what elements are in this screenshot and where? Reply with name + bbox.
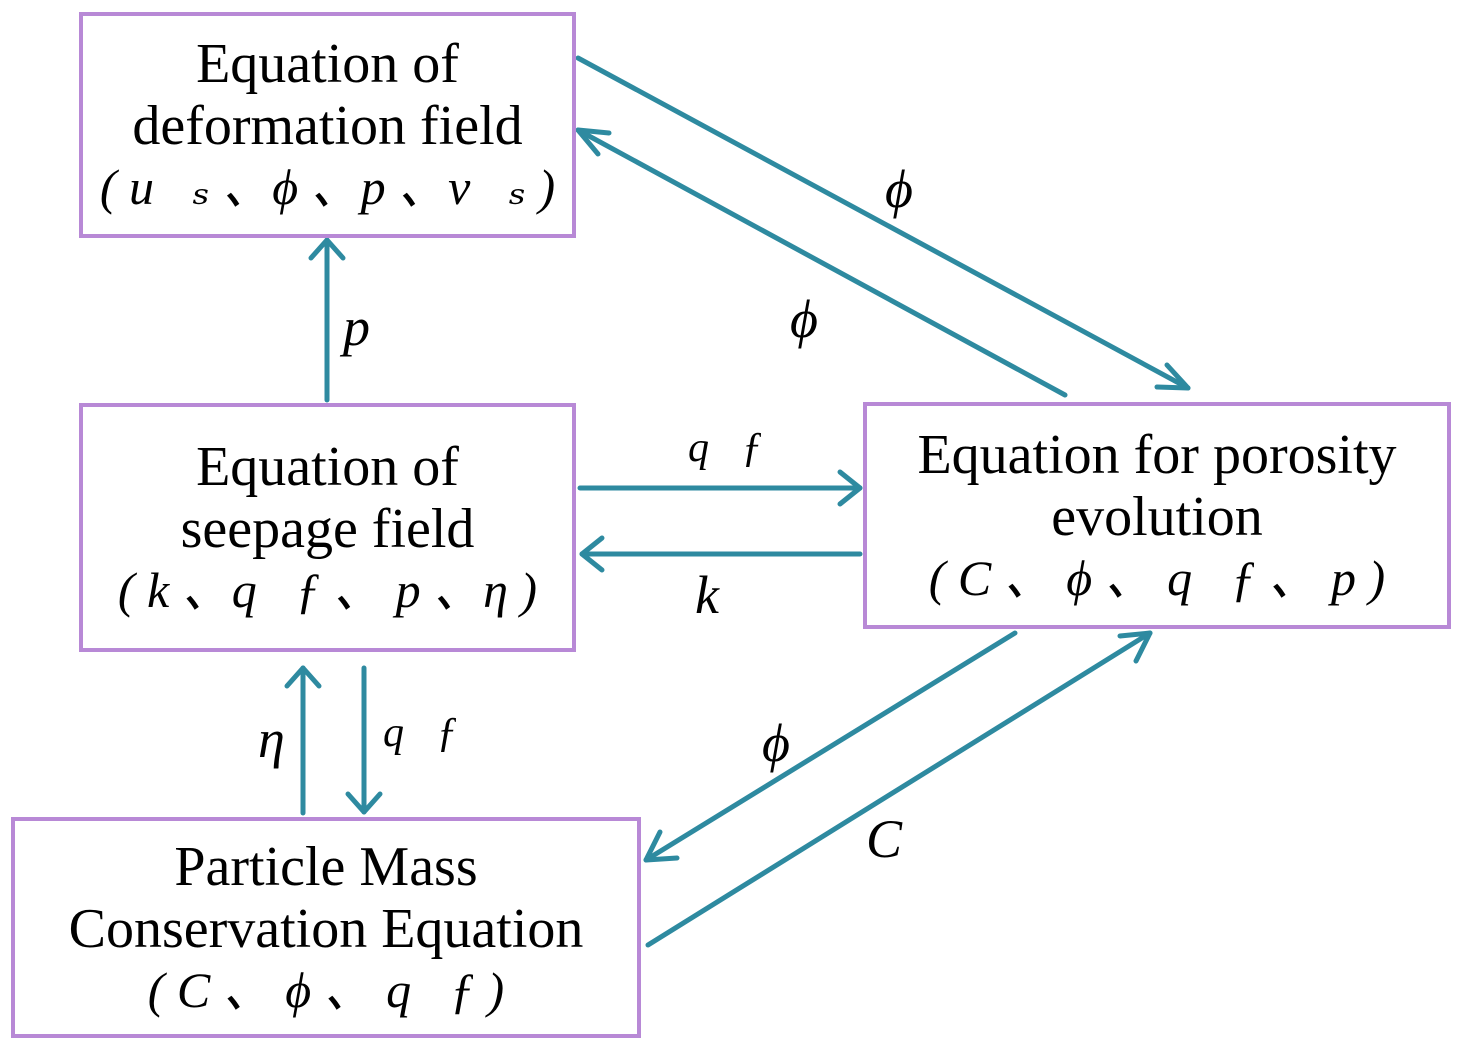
particle-mass-box: Particle Mass Conservation Equation ( C … [11,817,641,1038]
arrowhead-seepage-bottom [284,665,322,689]
label-qf-right: q⃗ƒ [688,425,763,471]
deformation-title-line1: Equation of [196,33,459,95]
arrowhead-seepage-right [579,535,605,573]
seepage-variables: ( k 、q⃗ƒ 、 p 、η ) [117,561,538,618]
arrowhead-porosity-left [837,469,863,507]
arrowhead-particle-top [345,791,383,815]
label-qf-down: q⃗ƒ [383,710,458,756]
label-p: p [343,297,370,357]
label-phi-bottom: ϕ [762,713,790,773]
seepage-field-box: Equation of seepage field ( k 、q⃗ƒ 、 p 、… [79,403,576,652]
seepage-title-line2: seepage field [180,497,475,560]
porosity-evolution-box: Equation for porosity evolution ( C 、 ϕ … [863,402,1451,629]
arrow-deformation-to-porosity [575,55,1191,391]
deformation-variables: ( u⃗ₛ 、ϕ 、p 、v⃗ₛ ) [99,159,556,215]
deformation-field-box: Equation of deformation field ( u⃗ₛ 、ϕ 、… [79,12,576,238]
particle-variables: ( C 、 ϕ 、 q⃗ƒ ) [147,961,505,1018]
porosity-variables: ( C 、 ϕ 、 q⃗ƒ 、 p ) [928,549,1386,606]
arrowhead-porosity-top [1154,362,1191,391]
label-eta: η [258,709,285,769]
arrowhead-up-deformation [308,237,346,261]
particle-title-line1: Particle Mass [174,835,478,898]
arrow-porosity-to-particle [643,630,1018,863]
seepage-title-line1: Equation of [196,435,459,498]
porosity-title-line1: Equation for porosity [917,423,1397,486]
arrow-porosity-to-deformation [575,127,1068,398]
deformation-title-line2: deformation field [132,95,523,157]
arrowhead-deformation-right [575,127,612,157]
arrowhead-porosity-bottom [1117,630,1153,664]
label-phi-lower: ϕ [790,289,818,349]
arrow-particle-to-porosity [645,630,1153,948]
porosity-title-line2: evolution [1051,485,1263,548]
label-k: k [695,565,719,625]
arrowhead-particle-right [643,829,680,863]
label-phi-upper: ϕ [885,159,913,219]
label-c: C [866,809,903,869]
particle-title-line2: Conservation Equation [68,897,584,960]
